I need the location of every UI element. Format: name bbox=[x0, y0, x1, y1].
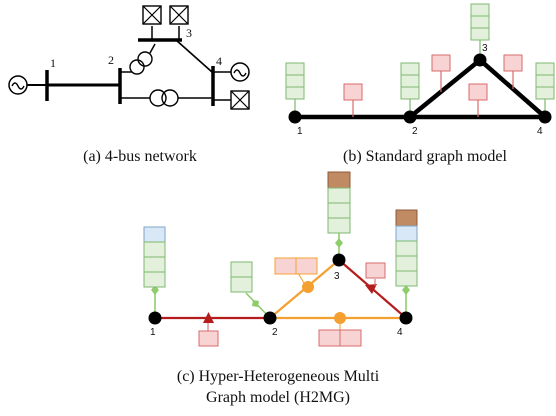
node-feature-stack bbox=[400, 62, 420, 117]
edge-feature-box bbox=[343, 83, 363, 117]
bus-label-3: 3 bbox=[186, 26, 192, 40]
h2mg-node-1 bbox=[148, 311, 162, 325]
panel-b-standard-graph: 1 2 3 4 bbox=[285, 3, 555, 137]
caption-panel-b: (b) Standard graph model bbox=[343, 148, 507, 165]
load-feature-stack bbox=[327, 171, 351, 234]
line-feature-box bbox=[198, 323, 219, 347]
node-label-3: 3 bbox=[334, 271, 340, 282]
bus-label-1: 1 bbox=[50, 56, 56, 70]
transformer-marker bbox=[302, 281, 314, 293]
node-feature-stack bbox=[285, 62, 305, 117]
transformer-icon bbox=[129, 51, 153, 75]
hyperedge-marker bbox=[402, 285, 410, 295]
hyperedge-marker bbox=[335, 238, 343, 248]
panel-c-h2mg: 1 2 3 4 bbox=[143, 171, 418, 347]
line-direction-marker bbox=[203, 312, 214, 323]
bus-feature-stack bbox=[230, 261, 253, 293]
generator-feature-stack bbox=[143, 226, 166, 288]
node-label-3: 3 bbox=[482, 43, 488, 54]
node-label-1: 1 bbox=[150, 327, 156, 338]
node-label-2: 2 bbox=[412, 126, 418, 137]
hyperedge-marker bbox=[252, 300, 259, 307]
node-feature-stack bbox=[470, 3, 490, 60]
h2mg-node-4 bbox=[399, 311, 413, 325]
h2mg-node-3 bbox=[332, 253, 346, 267]
load-box-icon bbox=[230, 90, 250, 110]
graph-node-1 bbox=[288, 110, 302, 124]
transformer-feature-box bbox=[274, 257, 318, 284]
node-label-1: 1 bbox=[297, 126, 303, 137]
edge-feature-box bbox=[468, 83, 488, 117]
h2mg-node-2 bbox=[263, 311, 277, 325]
ac-generator-icon bbox=[8, 75, 28, 95]
caption-panel-c-line2: Graph model (H2MG) bbox=[206, 389, 350, 406]
bus-label-4: 4 bbox=[216, 54, 222, 68]
ac-generator-icon bbox=[230, 62, 250, 82]
transformer-marker bbox=[334, 312, 346, 324]
graph-node-4 bbox=[538, 110, 552, 124]
edge-feature-box bbox=[503, 54, 523, 89]
edge-feature-box bbox=[431, 54, 451, 92]
load-box-icon bbox=[169, 5, 189, 25]
caption-panel-a: (a) 4-bus network bbox=[83, 148, 197, 165]
bus-label-2: 2 bbox=[108, 53, 114, 67]
node-label-4: 4 bbox=[397, 327, 403, 338]
gen-load-feature-stack bbox=[395, 209, 418, 287]
caption-panel-c-line1: (c) Hyper-Heterogeneous Multi bbox=[176, 368, 380, 385]
transformer-feature-box bbox=[318, 324, 362, 347]
transformer-icon bbox=[149, 89, 179, 107]
line-direction-marker bbox=[365, 284, 377, 294]
edge-2-3 bbox=[408, 58, 482, 119]
graph-node-2 bbox=[403, 110, 417, 124]
node-feature-stack bbox=[535, 62, 555, 117]
load-box-icon bbox=[142, 5, 162, 25]
graph-node-3 bbox=[473, 53, 487, 67]
node-label-4: 4 bbox=[537, 126, 543, 137]
panel-a-single-line-diagram: 1 2 3 bbox=[8, 5, 250, 110]
line-feature-box bbox=[365, 262, 386, 286]
node-label-2: 2 bbox=[272, 327, 278, 338]
